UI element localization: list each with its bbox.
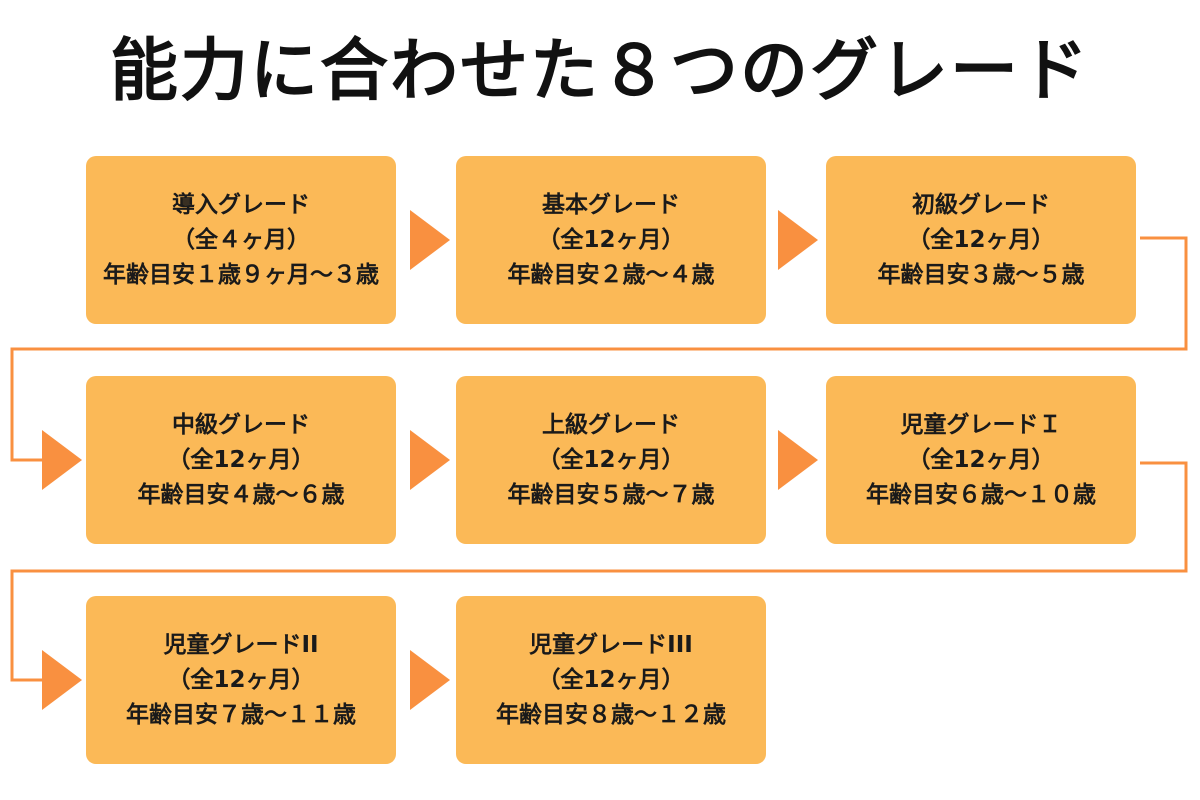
arrow-right-icon <box>410 210 450 270</box>
grade-name: 中級グレード <box>172 411 310 438</box>
grade-name: 児童グレードＩ <box>900 411 1062 438</box>
grade-card-child-1: 児童グレードＩ （全12ヶ月） 年齢目安６歳～１０歳 <box>826 376 1136 544</box>
grade-card-beginner: 初級グレード （全12ヶ月） 年齢目安３歳～５歳 <box>826 156 1136 324</box>
arrow-right-icon <box>778 430 818 490</box>
row2-to-row3-connector <box>10 461 1188 682</box>
grade-card-basic: 基本グレード （全12ヶ月） 年齢目安２歳～４歳 <box>456 156 766 324</box>
grade-age: 年齢目安８歳～１２歳 <box>496 701 726 728</box>
grade-name: 導入グレード <box>172 191 310 218</box>
grade-duration: （全４ヶ月） <box>172 226 310 253</box>
arrow-right-icon <box>410 430 450 490</box>
arrow-right-icon <box>42 650 82 710</box>
grade-name: 初級グレード <box>912 191 1050 218</box>
grade-duration: （全12ヶ月） <box>907 446 1055 473</box>
grade-card-intermediate: 中級グレード （全12ヶ月） 年齢目安４歳～６歳 <box>86 376 396 544</box>
grade-age: 年齢目安７歳～１１歳 <box>126 701 356 728</box>
grade-duration: （全12ヶ月） <box>537 666 685 693</box>
grade-age: 年齢目安６歳～１０歳 <box>866 481 1096 508</box>
grade-name: 児童グレードII <box>163 631 319 658</box>
grade-card-child-2: 児童グレードII （全12ヶ月） 年齢目安７歳～１１歳 <box>86 596 396 764</box>
grade-name: 基本グレード <box>542 191 680 218</box>
grade-age: 年齢目安４歳～６歳 <box>137 481 345 508</box>
grade-card-advanced: 上級グレード （全12ヶ月） 年齢目安５歳～７歳 <box>456 376 766 544</box>
page-title: 能力に合わせた８つのグレード <box>109 32 1090 111</box>
grade-duration: （全12ヶ月） <box>537 226 685 253</box>
grade-name: 上級グレード <box>542 411 680 438</box>
grade-card-intro: 導入グレード （全４ヶ月） 年齢目安１歳９ヶ月～３歳 <box>86 156 396 324</box>
grade-age: 年齢目安１歳９ヶ月～３歳 <box>103 261 379 288</box>
grade-duration: （全12ヶ月） <box>167 666 315 693</box>
arrow-right-icon <box>778 210 818 270</box>
grade-duration: （全12ヶ月） <box>907 226 1055 253</box>
arrow-right-icon <box>410 650 450 710</box>
grade-duration: （全12ヶ月） <box>537 446 685 473</box>
grade-card-child-3: 児童グレードIII （全12ヶ月） 年齢目安８歳～１２歳 <box>456 596 766 764</box>
row1-to-row2-connector <box>10 236 1188 462</box>
arrow-right-icon <box>42 430 82 490</box>
grade-name: 児童グレードIII <box>529 631 693 658</box>
grade-age: 年齢目安３歳～５歳 <box>877 261 1085 288</box>
grade-age: 年齢目安５歳～７歳 <box>507 481 715 508</box>
grade-duration: （全12ヶ月） <box>167 446 315 473</box>
grade-age: 年齢目安２歳～４歳 <box>507 261 715 288</box>
